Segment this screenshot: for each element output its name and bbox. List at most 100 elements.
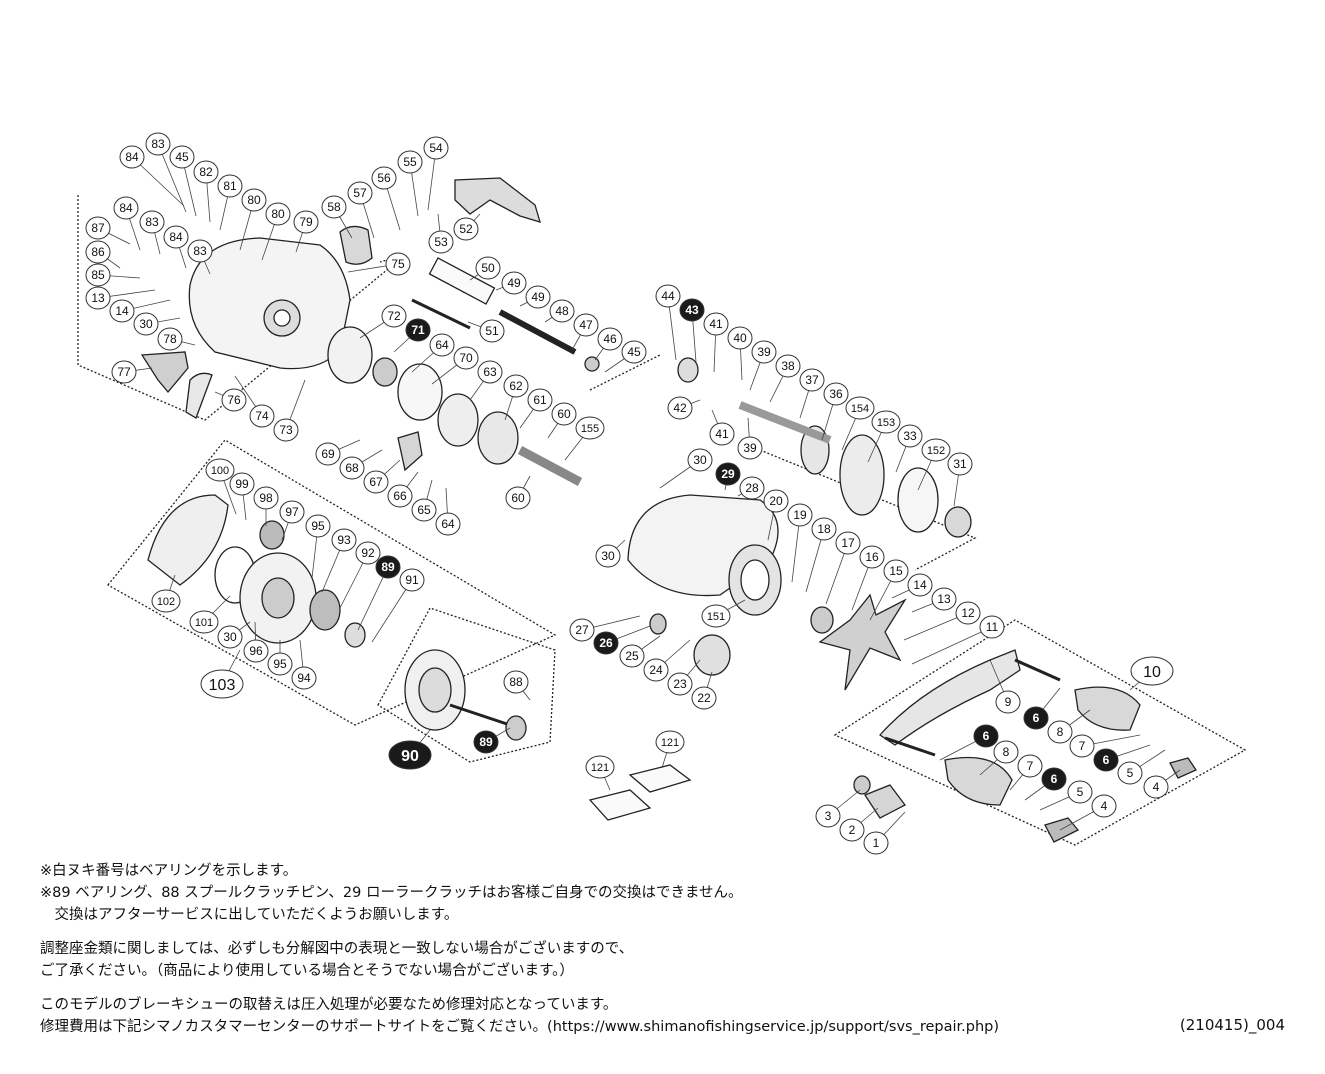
callout-number: 74 [255,409,269,423]
callout-number: 89 [479,735,493,749]
lever-66 [397,431,423,472]
part-callout-6: 6 [1041,767,1067,791]
part-callout-43: 43 [679,298,705,322]
callout-number: 40 [733,331,747,345]
callout-number: 71 [411,323,425,337]
part-callout-79: 79 [293,210,319,234]
part-callout-85: 85 [85,263,111,287]
part-callout-121: 121 [655,730,685,754]
callout-number: 47 [579,318,593,332]
part-callout-6: 6 [973,724,999,748]
part-callout-84: 84 [113,196,139,220]
callout-number: 13 [91,291,105,305]
callout-number: 30 [223,630,237,644]
callout-number: 19 [793,508,807,522]
part-callout-30: 30 [595,544,621,568]
pinion-155 [517,446,583,486]
part-callout-155: 155 [575,416,605,440]
part-callout-26: 26 [593,631,619,655]
callout-number: 95 [311,519,325,533]
callout-number: 7 [1027,759,1034,773]
main-gear-154 [839,434,885,516]
handle-knob-lower [944,756,1013,806]
part-callout-4: 4 [1143,775,1169,799]
part-callout-16: 16 [859,545,885,569]
callout-number: 82 [199,165,213,179]
callout-number: 3 [825,809,832,823]
callout-number: 62 [509,379,523,393]
callout-number: 23 [673,677,687,691]
callout-number: 83 [151,137,165,151]
part-callout-52: 52 [453,217,479,241]
part-callout-92: 92 [355,541,381,565]
part-callout-80: 80 [265,202,291,226]
part-callout-75: 75 [385,252,411,276]
frame-body [188,237,351,370]
callout-number: 6 [983,729,990,743]
part-callout-61: 61 [527,388,553,412]
callout-number: 41 [715,427,729,441]
callout-number: 90 [401,748,419,765]
callout-number: 63 [483,365,497,379]
part-callout-3: 3 [815,804,841,828]
part-callout-7: 7 [1017,754,1043,778]
part-callout-29: 29 [715,462,741,486]
callout-number: 45 [627,345,641,359]
part-callout-97: 97 [279,500,305,524]
callout-number: 20 [769,494,783,508]
part-callout-153: 153 [871,410,901,434]
callout-number: 92 [361,546,375,560]
callout-number: 49 [531,290,545,304]
part-callout-60: 60 [505,486,531,510]
part-callout-65: 65 [411,498,437,522]
part-callout-84: 84 [163,225,189,249]
plate-70 [397,363,443,421]
callout-number: 68 [345,461,359,475]
part-callout-7: 7 [1069,734,1095,758]
part-callout-53: 53 [428,230,454,254]
callout-number: 96 [249,644,263,658]
callout-number: 24 [649,663,663,677]
part-callout-24: 24 [643,658,669,682]
callout-number: 6 [1051,772,1058,786]
part-callout-66: 66 [387,484,413,508]
part-callout-18: 18 [811,517,837,541]
callout-number: 75 [391,257,405,271]
callout-number: 46 [603,332,617,346]
part-callout-19: 19 [787,503,813,527]
callout-number: 17 [841,536,855,550]
part-callout-91: 91 [399,568,425,592]
callout-number: 13 [937,592,951,606]
part-callout-44: 44 [655,284,681,308]
callout-number: 67 [369,475,383,489]
part-callout-69: 69 [315,442,341,466]
drive-group-outline [759,449,977,571]
callout-number: 31 [953,457,967,471]
part-callout-100: 100 [205,458,235,482]
part-callout-46: 46 [597,327,623,351]
callout-number: 97 [285,505,299,519]
part-callout-40: 40 [727,326,753,350]
part-callout-81: 81 [217,174,243,198]
exchange-note-1: ※89 ベアリング、88 スプールクラッチピン、29 ローラークラッチはお客様ご… [40,885,743,901]
callout-number: 102 [157,596,175,608]
part-callout-64: 64 [435,512,461,536]
part-callout-78: 78 [157,327,183,351]
callout-number: 39 [757,345,771,359]
part-callout-13: 13 [85,286,111,310]
callout-number: 84 [169,230,183,244]
part-callout-83: 83 [187,239,213,263]
callout-number: 5 [1077,785,1084,799]
callout-number: 10 [1143,664,1161,681]
callout-number: 4 [1153,780,1160,794]
callout-number: 16 [865,550,879,564]
brake-note-1: このモデルのブレーキシューの取替えは圧入処理が必要なため修理対応となっています。 [40,997,618,1013]
callout-number: 41 [709,317,723,331]
exchange-note-2: 交換はアフターサービスに出していただくようお願いします。 [40,907,459,923]
part-callout-154: 154 [845,396,875,420]
part-callout-30: 30 [217,625,243,649]
level-wind-shaft [411,298,471,330]
part-callout-9: 9 [995,690,1021,714]
callout-number: 28 [745,481,759,495]
part-callout-42: 42 [667,396,693,420]
